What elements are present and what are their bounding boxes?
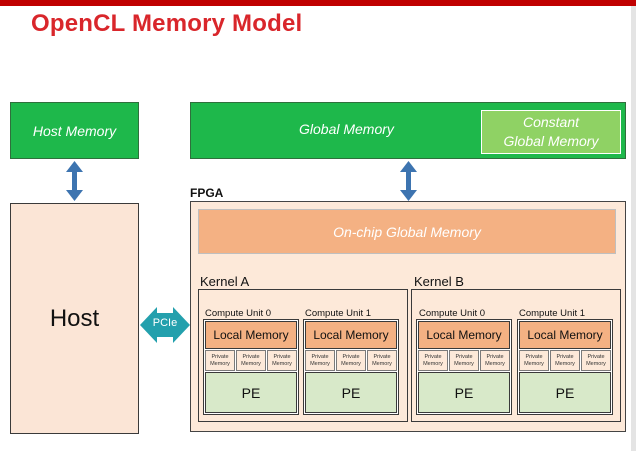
- kernel-b-cu1-label: Compute Unit 1: [519, 308, 586, 319]
- kernel-b-cu1-private-memory-1: Private Memory: [519, 350, 549, 371]
- host-memory-label: Host Memory: [32, 122, 117, 139]
- pcie-arrow: [140, 307, 190, 343]
- kernel-a-label: Kernel A: [200, 274, 250, 289]
- slide-title: OpenCL Memory Model: [31, 10, 303, 37]
- kernel-a-cu0-private-memory-1: Private Memory: [205, 350, 235, 371]
- kernel-b-cu0-label: Compute Unit 0: [419, 308, 486, 319]
- kernel-b-cu0-private-memory-2: Private Memory: [449, 350, 479, 371]
- global-memory-fpga-arrow: [400, 161, 417, 201]
- kernel-b-cu1-pe: PE: [519, 372, 611, 413]
- constant-memory-line2: Global Memory: [503, 133, 599, 149]
- top-accent-bar: [0, 0, 636, 6]
- kernel-a-cu0-private-memory-3: Private Memory: [267, 350, 297, 371]
- kernel-a-cu0-pe: PE: [205, 372, 297, 413]
- kernel-a-cu1-private-memory-3: Private Memory: [367, 350, 397, 371]
- kernel-b-cu1-local-memory: Local Memory: [519, 321, 611, 349]
- constant-global-memory-box: Constant Global Memory: [481, 110, 621, 154]
- kernel-a-cu0-local-memory: Local Memory: [205, 321, 297, 349]
- host-label: Host: [49, 304, 100, 332]
- kernel-b-label: Kernel B: [414, 274, 464, 289]
- host-memory-host-arrow: [66, 161, 83, 201]
- kernel-a-cu1-label: Compute Unit 1: [305, 308, 372, 319]
- kernel-a-cu1-private-memory-1: Private Memory: [305, 350, 335, 371]
- host-memory-box: Host Memory: [10, 102, 139, 159]
- constant-memory-line1: Constant: [522, 114, 580, 130]
- kernel-b-cu1-private-memory-3: Private Memory: [581, 350, 611, 371]
- onchip-global-memory-label: On-chip Global Memory: [333, 223, 481, 240]
- pcie-label: PCIe: [152, 317, 178, 329]
- kernel-b-cu1-private-memory-2: Private Memory: [550, 350, 580, 371]
- right-edge-band: [631, 6, 636, 451]
- host-box: Host: [10, 203, 139, 434]
- kernel-b-cu0-private-memory-1: Private Memory: [418, 350, 448, 371]
- kernel-a-cu0-private-memory-2: Private Memory: [236, 350, 266, 371]
- fpga-label: FPGA: [190, 186, 224, 200]
- kernel-a-box: [198, 289, 408, 422]
- kernel-b-box: [411, 289, 621, 422]
- kernel-b-cu0-pe: PE: [418, 372, 510, 413]
- onchip-global-memory-box: On-chip Global Memory: [198, 209, 616, 254]
- kernel-b-cu0-private-memory-3: Private Memory: [480, 350, 510, 371]
- kernel-b-cu0-local-memory: Local Memory: [418, 321, 510, 349]
- kernel-a-cu1-local-memory: Local Memory: [305, 321, 397, 349]
- kernel-a-cu1-private-memory-2: Private Memory: [336, 350, 366, 371]
- global-memory-label: Global Memory: [299, 121, 394, 137]
- kernel-a-cu0-label: Compute Unit 0: [205, 308, 272, 319]
- kernel-a-cu1-pe: PE: [305, 372, 397, 413]
